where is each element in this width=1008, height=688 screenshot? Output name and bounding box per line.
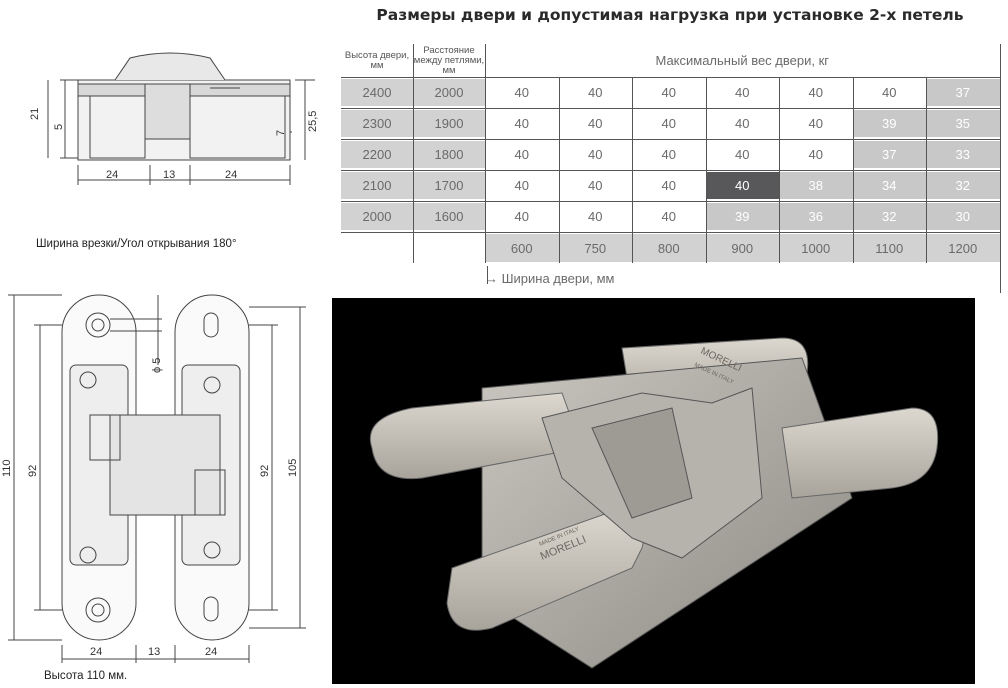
weight-cell: 40 [808, 116, 823, 131]
table-divider [999, 44, 1001, 293]
hinge-illustration: MORELLI MADE IN ITALY MORELLI MADE IN IT… [370, 337, 939, 669]
table-divider [926, 77, 927, 263]
header-hinge-distance: Расстояние между петлями, мм [413, 44, 485, 76]
weight-cell: 40 [735, 147, 750, 162]
width-800: 800 [632, 234, 706, 262]
table-divider [341, 139, 1000, 140]
weight-cell: 40 [705, 172, 779, 199]
weight-cell: 40 [514, 147, 529, 162]
front-view-drawing: 110 92 92 105 ϕ 5 24 13 24 [1, 294, 306, 663]
row-height-2200: 2200 [341, 141, 413, 168]
front-drawing-caption: Высота 110 мм. [44, 670, 128, 682]
width-axis-label: → Ширина двери, мм [485, 270, 615, 286]
dim-24-bottom-left: 24 [90, 646, 102, 658]
dim-phi-5: ϕ 5 [151, 358, 163, 373]
weight-cell: 32 [926, 172, 1000, 199]
weight-cell: 40 [735, 116, 750, 131]
width-600: 600 [485, 234, 559, 262]
weight-cell: 39 [852, 110, 926, 137]
width-1000: 1000 [779, 234, 853, 262]
width-1100: 1100 [852, 234, 926, 262]
row-height-2300: 2300 [341, 110, 413, 137]
dim-105: 105 [287, 459, 299, 477]
table-divider [341, 77, 1000, 78]
weight-cell: 40 [588, 209, 603, 224]
weight-cell: 38 [779, 172, 853, 199]
dim-24-bottom-right: 24 [205, 646, 217, 658]
width-1200: 1200 [926, 234, 1000, 262]
table-divider [487, 266, 488, 284]
table-divider [413, 44, 414, 263]
dim-5: 5 [53, 124, 65, 130]
width-750: 750 [558, 234, 632, 262]
weight-cell: 40 [661, 116, 676, 131]
weight-cell: 40 [588, 178, 603, 193]
table-divider [341, 201, 1000, 202]
dim-13: 13 [163, 169, 175, 181]
weight-cell: 40 [514, 178, 529, 193]
table-divider [632, 77, 633, 263]
product-photo: MORELLI MADE IN ITALY MORELLI MADE IN IT… [332, 298, 975, 684]
page-title: Размеры двери и допустимая нагрузка при … [376, 6, 964, 24]
table-divider [341, 108, 1000, 109]
dim-92-left: 92 [27, 465, 39, 477]
weight-cell: 40 [514, 209, 529, 224]
table-divider [852, 77, 854, 263]
weight-cell: 34 [852, 172, 926, 199]
header-max-weight: Максимальный вес двери, кг [655, 53, 830, 68]
weight-cell: 37 [926, 79, 1000, 106]
top-drawing-caption: Ширина врезки/Угол открывания 180° [36, 238, 237, 250]
dim-24-right: 24 [225, 169, 237, 181]
weight-cell: 35 [926, 110, 1000, 137]
table-divider [779, 77, 780, 263]
weight-cell: 40 [514, 116, 529, 131]
dim-13-bottom: 13 [148, 646, 160, 658]
dim-24-left: 24 [106, 169, 118, 181]
weight-cell: 40 [882, 85, 897, 100]
weight-cell: 39 [705, 203, 779, 230]
weight-cell: 40 [588, 147, 603, 162]
weight-cell: 40 [588, 116, 603, 131]
row-height-2000: 2000 [341, 203, 413, 230]
weight-cell: 32 [852, 203, 926, 230]
weight-cell: 40 [661, 147, 676, 162]
row-distance-1900: 1900 [413, 110, 485, 137]
weight-cell: 40 [661, 178, 676, 193]
weight-cell: 30 [926, 203, 1000, 230]
dim-25-5: 25,5 [307, 111, 319, 132]
row-distance-1600: 1600 [413, 203, 485, 230]
weight-cell: 37 [852, 141, 926, 168]
dim-21: 21 [29, 108, 41, 120]
weight-cell: 40 [735, 85, 750, 100]
weight-cell: 40 [588, 85, 603, 100]
table-divider [705, 77, 707, 263]
row-height-2100: 2100 [341, 172, 413, 199]
row-distance-1800: 1800 [413, 141, 485, 168]
weight-cell: 40 [661, 85, 676, 100]
weight-cell: 36 [779, 203, 853, 230]
dim-7: 7 [275, 130, 287, 136]
row-height-2400: 2400 [341, 79, 413, 106]
row-distance-2000: 2000 [413, 79, 485, 106]
table-divider [558, 77, 560, 263]
weight-cell: 40 [514, 85, 529, 100]
dim-110: 110 [1, 459, 13, 477]
top-view-drawing: 21 5 7 25,5 24 13 24 [29, 52, 319, 185]
row-distance-1700: 1700 [413, 172, 485, 199]
header-door-height: Высота двери, мм [344, 49, 410, 71]
weight-cell: 40 [808, 147, 823, 162]
weight-cell: 40 [808, 85, 823, 100]
table-divider [341, 232, 1000, 233]
width-900: 900 [705, 234, 779, 262]
weight-cell: 33 [926, 141, 1000, 168]
table-divider [341, 170, 1000, 171]
table-divider [485, 44, 486, 263]
weight-cell: 40 [661, 209, 676, 224]
dim-92-right: 92 [259, 465, 271, 477]
